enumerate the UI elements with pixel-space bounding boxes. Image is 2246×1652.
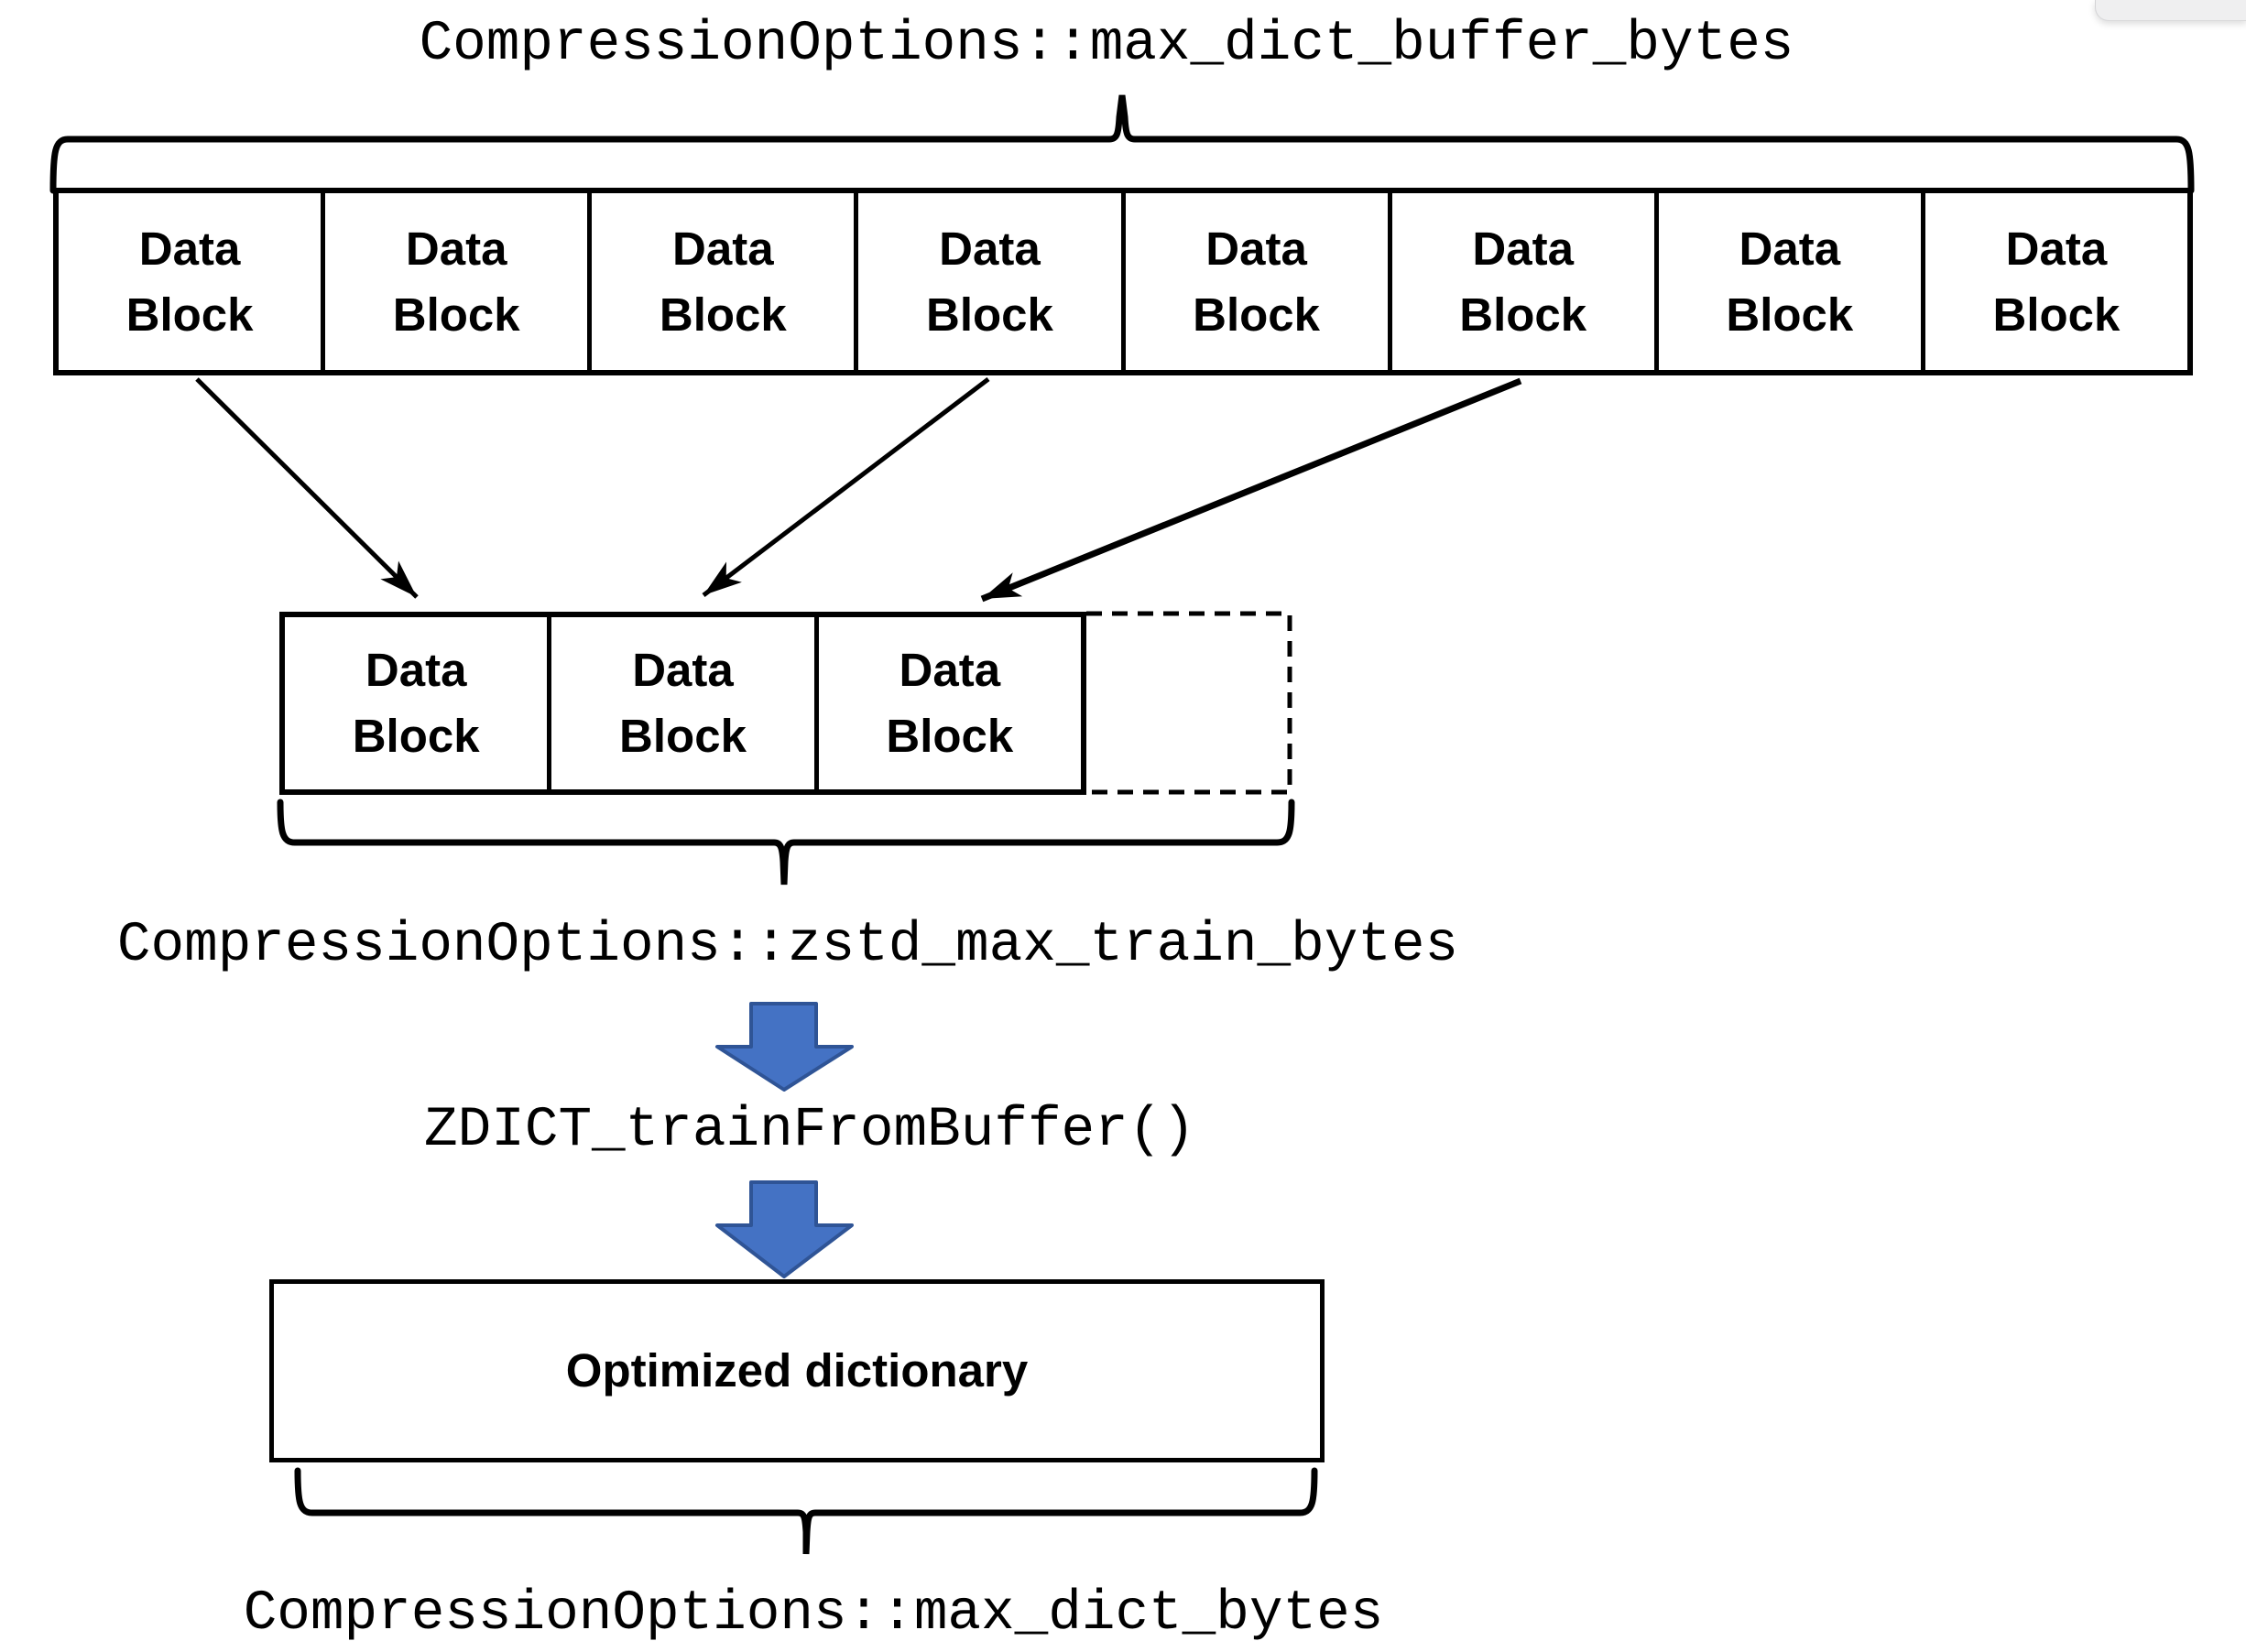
brace-zstd-max-train bbox=[277, 799, 1295, 886]
data-block: Data Block bbox=[285, 617, 547, 789]
sample-arrow-3 bbox=[980, 377, 1522, 603]
label-zstd-max-train-bytes: CompressionOptions::zstd_max_train_bytes bbox=[116, 914, 1459, 977]
brace-max-dict-bytes bbox=[294, 1467, 1318, 1555]
label-max-dict-bytes: CompressionOptions::max_dict_bytes bbox=[243, 1582, 1384, 1646]
data-block-label: Data Block bbox=[619, 644, 747, 762]
data-block-label: Data Block bbox=[1193, 222, 1320, 341]
data-block-label: Data Block bbox=[1992, 222, 2121, 341]
sample-arrow-2 bbox=[702, 377, 990, 597]
optimized-dictionary-box: Optimized dictionary bbox=[269, 1279, 1325, 1462]
data-block: Data Block bbox=[1387, 193, 1654, 370]
dict-buffer-row: Data Block Data Block Data Block Data Bl… bbox=[53, 188, 2193, 375]
data-block-label: Data Block bbox=[392, 222, 520, 341]
sample-arrow-1 bbox=[195, 377, 419, 599]
browser-ui-fragment[interactable] bbox=[2095, 0, 2246, 21]
data-block: Data Block bbox=[1120, 193, 1388, 370]
data-block: Data Block bbox=[321, 193, 587, 370]
data-block-label: Data Block bbox=[1459, 222, 1587, 341]
data-block-label: Data Block bbox=[925, 222, 1053, 341]
data-block: Data Block bbox=[1653, 193, 1921, 370]
data-block: Data Block bbox=[59, 193, 321, 370]
label-max-dict-buffer-bytes: CompressionOptions::max_dict_buffer_byte… bbox=[419, 13, 1794, 76]
optimized-dictionary-label: Optimized dictionary bbox=[565, 1344, 1029, 1397]
label-zdict-train-from-buffer: ZDICT_trainFromBuffer() bbox=[424, 1099, 1195, 1162]
process-arrow-down-2 bbox=[715, 1180, 854, 1278]
data-block-label: Data Block bbox=[1726, 222, 1854, 341]
data-block: Data Block bbox=[813, 617, 1081, 789]
pending-block-outline bbox=[1086, 611, 1292, 795]
data-block: Data Block bbox=[587, 193, 854, 370]
train-sample-row: Data Block Data Block Data Block bbox=[279, 612, 1086, 795]
data-block: Data Block bbox=[547, 617, 813, 789]
data-block-label: Data Block bbox=[659, 222, 787, 341]
data-block-label: Data Block bbox=[125, 222, 254, 341]
data-block: Data Block bbox=[854, 193, 1120, 370]
data-block-label: Data Block bbox=[352, 644, 480, 762]
data-block: Data Block bbox=[1920, 193, 2187, 370]
pending-data-block bbox=[1086, 612, 1292, 795]
process-arrow-down-1 bbox=[715, 1002, 854, 1092]
brace-max-dict-buffer bbox=[49, 94, 2195, 194]
data-block-label: Data Block bbox=[886, 644, 1014, 762]
